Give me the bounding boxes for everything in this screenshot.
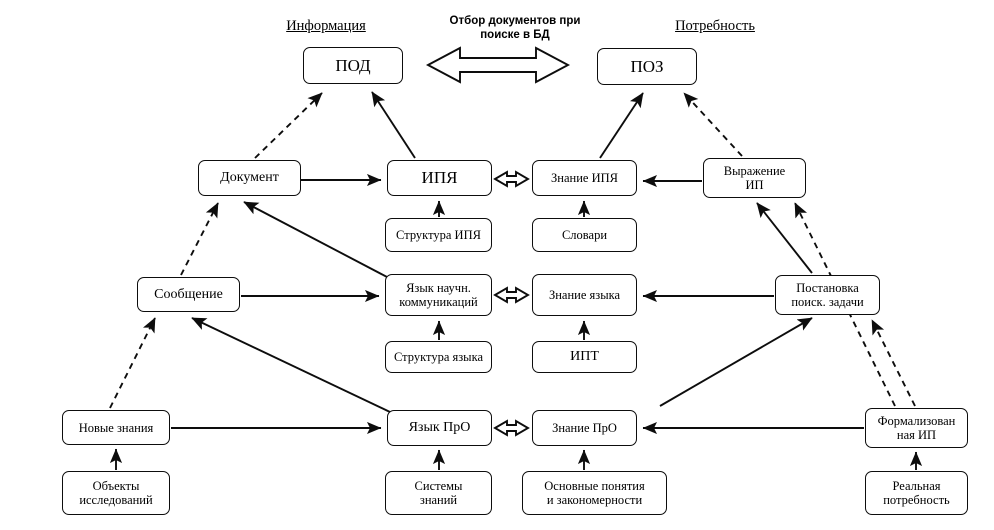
- node-pod[interactable]: ПОД: [303, 47, 403, 84]
- edge-znanie-ipya-to-poz: [599, 92, 644, 159]
- node-ipya[interactable]: ИПЯ: [387, 160, 492, 196]
- node-label-struktura-ipya: Структура ИПЯ: [396, 228, 481, 242]
- edge-znanie-pro-to-postanovka: [659, 317, 813, 407]
- edge-vyrazhenie-ip-to-poz: [683, 92, 743, 157]
- node-znanie-ipya[interactable]: Знание ИПЯ: [532, 160, 637, 196]
- edge-yazyk-nauchn-to-dokument: [243, 201, 388, 278]
- node-label-soobshchenie: Сообщение: [154, 286, 223, 302]
- edge-dokument-to-pod: [254, 92, 323, 159]
- node-yazyk-nauchn[interactable]: Язык научн.коммуникаций: [385, 274, 492, 316]
- node-label-slovari: Словари: [561, 228, 608, 242]
- node-label-yazyk-nauchn: Язык научн.коммуникаций: [399, 281, 478, 309]
- caption-document-selection: Отбор документов при поиске в БД: [420, 14, 610, 43]
- node-label-yazyk-pro: Язык ПрО: [408, 420, 471, 436]
- caption-line-2: поиске в БД: [480, 29, 550, 42]
- edge-soobshchenie-to-dokument: [180, 202, 219, 276]
- edge-pod-poz-double-arrow: [425, 46, 571, 84]
- node-label-ipt: ИПТ: [570, 349, 599, 365]
- node-label-znanie-ipya: Знание ИПЯ: [551, 171, 618, 185]
- edge-ipya-to-pod: [371, 91, 416, 159]
- node-label-novye-znaniya: Новые знания: [78, 420, 154, 435]
- node-label-ipya: ИПЯ: [421, 168, 458, 188]
- node-yazyk-pro[interactable]: Язык ПрО: [387, 410, 492, 446]
- node-ipt[interactable]: ИПТ: [532, 341, 637, 373]
- edge-yazyk-pro-to-soobshchenie: [191, 317, 391, 413]
- edge-postanovka-to-vyrazhenie: [756, 202, 813, 274]
- edge-yazyk-pro-znanie-pro-double-arrow: [493, 419, 530, 437]
- node-dokument[interactable]: Документ: [198, 160, 301, 196]
- heading-need: Потребность: [675, 18, 755, 34]
- edge-ipya-znanie-ipya-double-arrow: [493, 170, 530, 188]
- node-label-dokument: Документ: [220, 170, 279, 186]
- node-znanie-pro[interactable]: Знание ПрО: [532, 410, 637, 446]
- node-label-struktura-yaz: Структура языка: [393, 350, 484, 364]
- node-label-pod: ПОД: [335, 55, 371, 75]
- edge-formaliz-to-postanovka: [871, 319, 916, 407]
- node-label-znanie-pro: Знание ПрО: [552, 421, 617, 435]
- node-struktura-yaz[interactable]: Структура языка: [385, 341, 492, 373]
- node-label-poz: ПОЗ: [630, 56, 664, 76]
- node-slovari[interactable]: Словари: [532, 218, 637, 252]
- caption-line-1: Отбор документов при: [449, 15, 581, 27]
- node-label-znanie-yazyka: Знание языка: [548, 288, 621, 302]
- node-poz[interactable]: ПОЗ: [597, 48, 697, 85]
- node-soobshchenie[interactable]: Сообщение: [137, 277, 240, 312]
- heading-information: Информация: [286, 18, 366, 34]
- edge-yazyk-znanie-yazyka-double-arrow: [493, 286, 530, 304]
- node-znanie-yazyka[interactable]: Знание языка: [532, 274, 637, 316]
- edge-novye-to-soobshchenie: [109, 317, 156, 409]
- node-struktura-ipya[interactable]: Структура ИПЯ: [385, 218, 492, 252]
- node-novye-znaniya[interactable]: Новые знания: [62, 410, 170, 445]
